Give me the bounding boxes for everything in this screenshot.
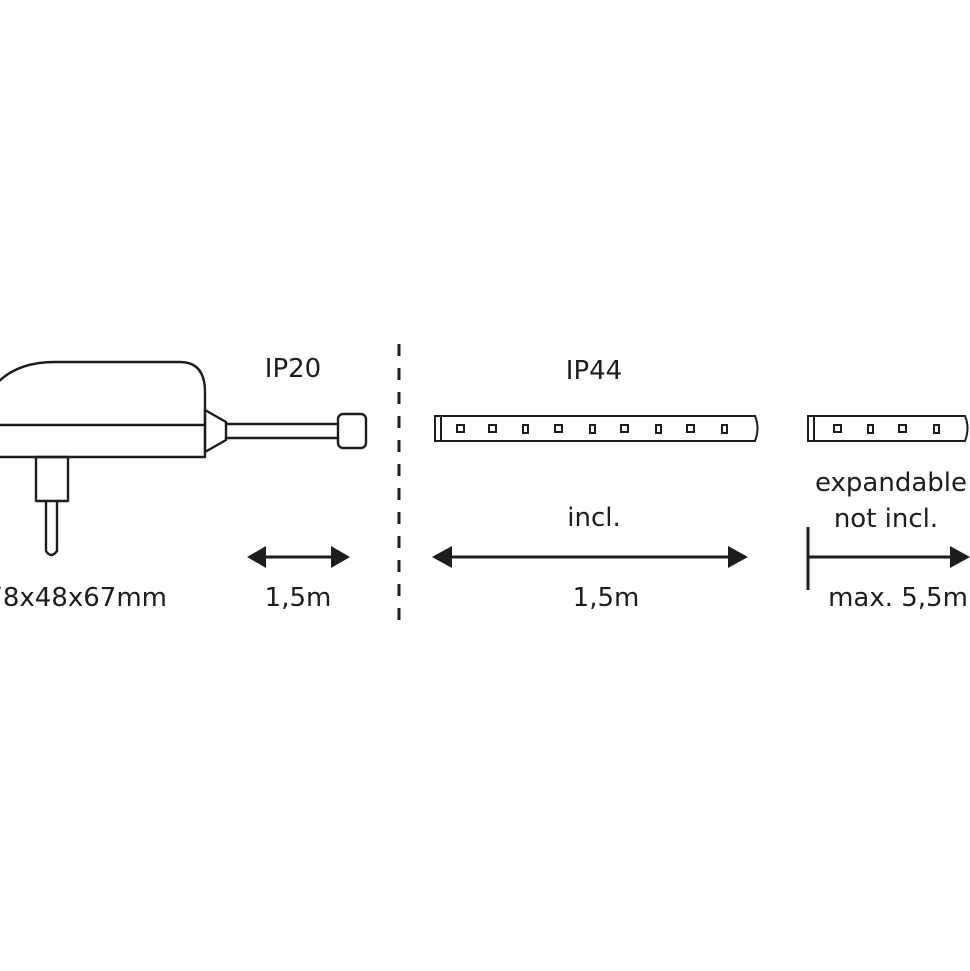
- led-chip: [589, 424, 596, 434]
- cable-length-label: 1,5m: [265, 583, 332, 613]
- led-strip-extension-icon: [807, 415, 969, 442]
- power-adapter-icon: [0, 360, 368, 557]
- led-chip: [686, 424, 695, 433]
- strip-length-arrow: [432, 546, 748, 568]
- led-chip: [655, 424, 662, 434]
- not-included-label: not incl.: [834, 504, 938, 534]
- ip-rating-adapter: IP20: [265, 354, 321, 384]
- led-chip: [833, 424, 842, 433]
- adapter-dimensions: 78x48x67mm: [0, 583, 167, 613]
- ip-rating-strip: IP44: [566, 356, 622, 386]
- led-chip: [554, 424, 563, 433]
- strip-included-label: incl.: [567, 503, 621, 533]
- led-strip-icon: [434, 415, 759, 442]
- led-chip: [898, 424, 907, 433]
- led-chip: [933, 424, 940, 434]
- max-length-arrow: [806, 527, 970, 590]
- led-chip: [620, 424, 629, 433]
- led-chip: [456, 424, 465, 433]
- led-chip: [721, 424, 728, 434]
- max-length-label: max. 5,5m: [828, 583, 968, 613]
- strip-length-label: 1,5m: [573, 583, 640, 613]
- led-chip: [522, 424, 529, 434]
- led-chip: [867, 424, 874, 434]
- cable-length-arrow: [247, 546, 350, 568]
- led-chip: [488, 424, 497, 433]
- expandable-label: expandable: [815, 468, 967, 498]
